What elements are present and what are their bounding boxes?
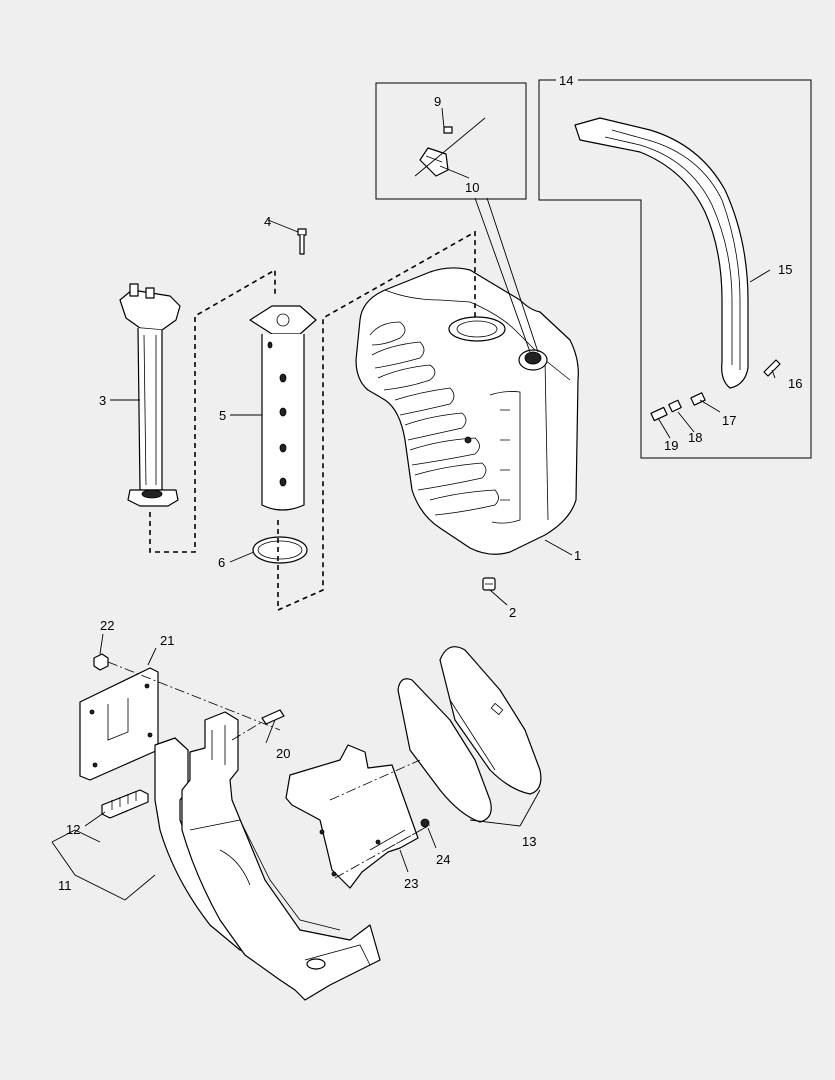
callout-10: 10 <box>465 180 479 195</box>
o-ring <box>252 536 308 564</box>
callout-2: 2 <box>509 605 516 620</box>
callout-3: 3 <box>99 393 106 408</box>
screw <box>297 228 307 255</box>
detail-box-filler-cap <box>375 82 527 200</box>
fuel-tank <box>355 267 579 555</box>
detail-box-strap <box>538 79 812 459</box>
strap-bolt <box>763 359 781 377</box>
callout-1: 1 <box>574 548 581 563</box>
callout-21: 21 <box>160 633 174 648</box>
callout-20: 20 <box>276 746 290 761</box>
callout-13: 13 <box>522 834 536 849</box>
callout-17: 17 <box>722 413 736 428</box>
callout-18: 18 <box>688 430 702 445</box>
stud <box>261 709 285 725</box>
assembly-line-sender <box>149 268 276 553</box>
callout-11: 11 <box>58 878 72 893</box>
strap-bush <box>650 406 668 422</box>
connector-block <box>101 789 149 819</box>
callout-5: 5 <box>219 408 226 423</box>
strap-washer <box>668 399 682 413</box>
leader-lines <box>51 107 776 901</box>
support-frame <box>154 711 381 1001</box>
callout-4: 4 <box>264 214 271 229</box>
callout-22: 22 <box>100 618 114 633</box>
shield-nut <box>420 818 430 828</box>
centre-line-stud <box>231 721 263 741</box>
tank-strap <box>574 117 749 389</box>
callout-14: 14 <box>559 73 573 88</box>
callout-24: 24 <box>436 852 450 867</box>
fuel-level-sender <box>119 283 181 507</box>
centre-line-plate <box>329 759 431 879</box>
suction-tube <box>249 305 317 511</box>
cover-panels <box>397 646 542 823</box>
callout-23: 23 <box>404 876 418 891</box>
drain-plug <box>482 577 496 591</box>
callout-12: 12 <box>66 822 80 837</box>
shield-plate <box>285 744 419 889</box>
assembly-line-tube <box>277 230 476 612</box>
callout-15: 15 <box>778 262 792 277</box>
callout-9: 9 <box>434 94 441 109</box>
strap-nut <box>690 392 706 406</box>
callout-16: 16 <box>788 376 802 391</box>
bracket-nut <box>93 653 109 671</box>
mounting-plate <box>79 667 159 781</box>
centre-line-nut <box>107 661 281 731</box>
callout-6: 6 <box>218 555 225 570</box>
callout-19: 19 <box>664 438 678 453</box>
